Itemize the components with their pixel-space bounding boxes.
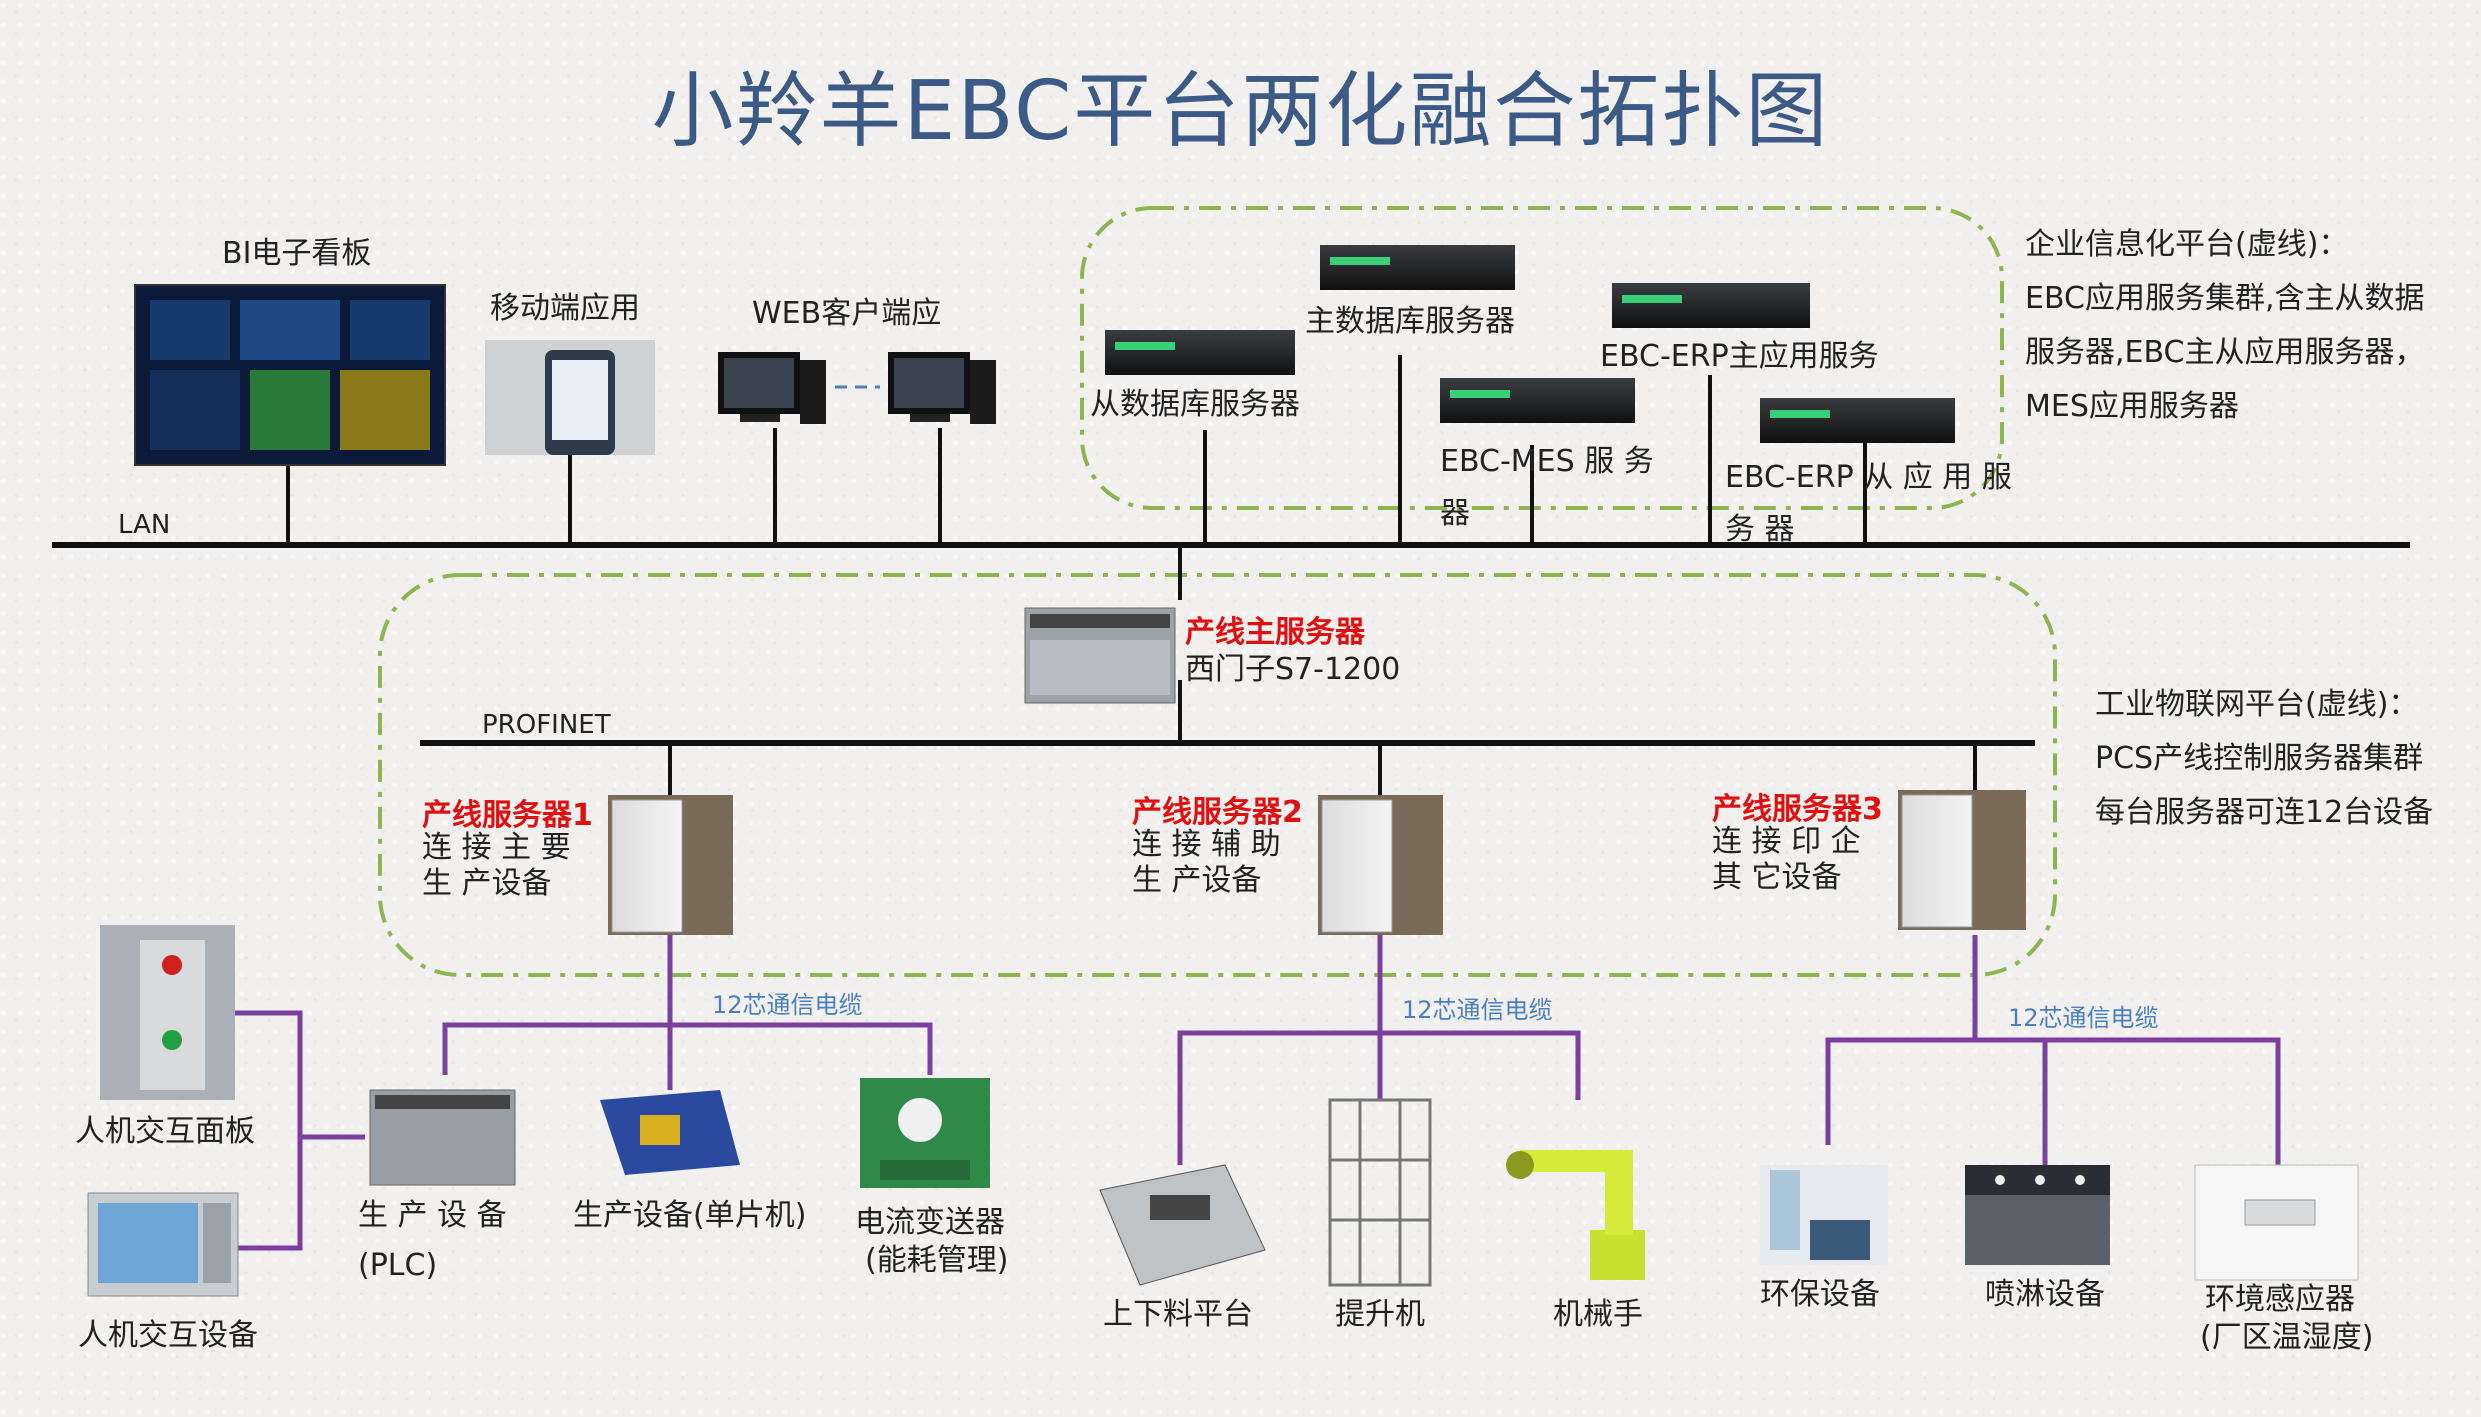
transmitter-label-line2: (能耗管理) bbox=[865, 1243, 1009, 1278]
hmi-device-icon bbox=[87, 1192, 239, 1297]
rack-server-icons bbox=[1105, 245, 1955, 443]
plc-icon bbox=[369, 1089, 516, 1186]
main-server-model: 西门子S7-1200 bbox=[1185, 652, 1401, 687]
device-cables bbox=[175, 935, 2281, 1251]
mcu-board-icon bbox=[600, 1090, 740, 1175]
slave-db-server-label: 从数据库服务器 bbox=[1090, 387, 1300, 422]
industrial-platform-region bbox=[378, 573, 2057, 977]
bi-dashboard-icon bbox=[134, 284, 446, 466]
env-sensor-label-line1: 环境感应器 bbox=[2205, 1282, 2355, 1317]
env-sensor-icon bbox=[2194, 1164, 2359, 1281]
robot-arm-icon bbox=[1506, 1150, 1645, 1280]
env-sensor-label-line2: (厂区温湿度) bbox=[2200, 1320, 2374, 1355]
mobile-phone-icon bbox=[485, 340, 655, 455]
loading-platform-icon bbox=[1099, 1164, 1266, 1286]
plc-label-line2: (PLC) bbox=[358, 1248, 438, 1283]
industrial-note-body: PCS产线控制服务器集群每台服务器可连12台设备 bbox=[2095, 741, 2434, 830]
robot-arm-label: 机械手 bbox=[1553, 1297, 1643, 1332]
line-server-1-desc: 连 接 主 要 生 产设备 bbox=[422, 830, 571, 901]
mcu-label: 生产设备(单片机) bbox=[573, 1198, 807, 1233]
cable-label-1: 12芯通信电缆 bbox=[712, 991, 863, 1019]
lan-label: LAN bbox=[118, 510, 171, 540]
line-server-2-desc: 连 接 辅 助 生 产设备 bbox=[1132, 827, 1281, 898]
spray-equipment-icon bbox=[1965, 1165, 2110, 1265]
cable-label-2: 12芯通信电缆 bbox=[1402, 996, 1553, 1024]
hmi-panel-icon bbox=[100, 925, 235, 1100]
enterprise-platform-region bbox=[1080, 206, 2004, 510]
line-server-3-name: 产线服务器3 bbox=[1712, 792, 1883, 827]
main-db-server-label: 主数据库服务器 bbox=[1305, 304, 1515, 339]
web-client-label: WEB客户端应 bbox=[752, 296, 942, 331]
lan-connectors bbox=[286, 355, 1977, 795]
lift-label: 提升机 bbox=[1335, 1297, 1425, 1332]
current-transmitter-icon bbox=[860, 1078, 990, 1188]
plc-label-line1: 生 产 设 备 bbox=[358, 1198, 507, 1233]
web-client-computer-icon bbox=[718, 352, 996, 424]
mobile-app-label: 移动端应用 bbox=[490, 291, 640, 326]
line-server-1-name: 产线服务器1 bbox=[422, 798, 593, 833]
lift-icon bbox=[1328, 1098, 1432, 1287]
line-server-cabinet-icons bbox=[608, 790, 2026, 935]
transmitter-label-line1: 电流变送器 bbox=[855, 1205, 1005, 1240]
mes-server-label: EBC-MES 服 务 器 bbox=[1440, 444, 1654, 531]
env-protection-equipment-icon bbox=[1760, 1165, 1888, 1265]
enterprise-note-heading: 企业信息化平台(虚线)： bbox=[2025, 227, 2349, 262]
industrial-note-heading: 工业物联网平台(虚线)： bbox=[2095, 687, 2419, 722]
bi-dashboard-label: BI电子看板 bbox=[222, 236, 372, 271]
main-plc-server-icon bbox=[1024, 607, 1176, 704]
main-server-name: 产线主服务器 bbox=[1185, 615, 1365, 650]
hmi-panel-label: 人机交互面板 bbox=[75, 1114, 255, 1149]
hmi-device-label: 人机交互设备 bbox=[78, 1318, 258, 1353]
erp-main-server-label: EBC-ERP主应用服务 bbox=[1600, 339, 1879, 374]
line-server-2-name: 产线服务器2 bbox=[1132, 795, 1303, 830]
erp-slave-server-label: EBC-ERP 从 应 用 服 务 器 bbox=[1725, 460, 2012, 547]
env-protection-label: 环保设备 bbox=[1760, 1277, 1880, 1312]
loading-platform-label: 上下料平台 bbox=[1103, 1297, 1253, 1332]
page-title: 小羚羊EBC平台两化融合拓扑图 bbox=[651, 64, 1830, 159]
spray-label: 喷淋设备 bbox=[1985, 1277, 2105, 1312]
cable-label-3: 12芯通信电缆 bbox=[2008, 1004, 2159, 1032]
line-server-3-desc: 连 接 印 企 其 它设备 bbox=[1712, 824, 1861, 895]
profinet-label: PROFINET bbox=[482, 710, 611, 740]
enterprise-note-body: EBC应用服务集群,含主从数据服务器,EBC主从应用服务器，MES应用服务器 bbox=[2025, 281, 2425, 424]
